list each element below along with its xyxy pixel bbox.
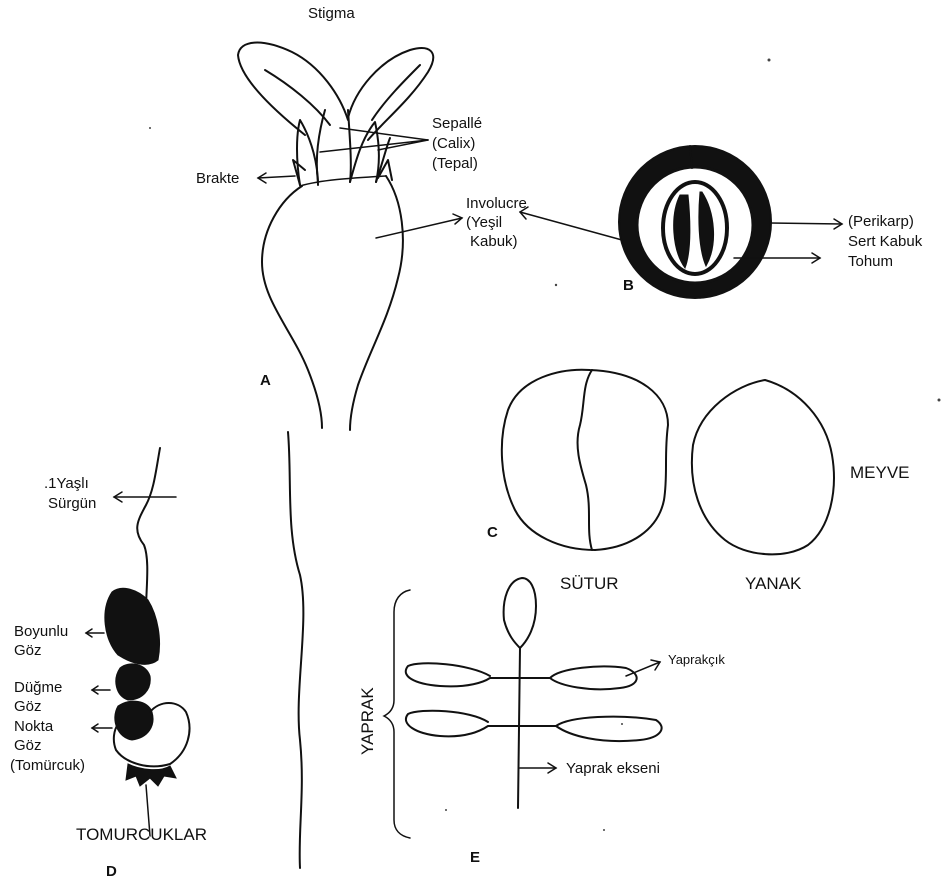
- label-involucre: Involucre: [466, 195, 527, 212]
- label-yesil: (Yeşil: [466, 214, 502, 231]
- label-goz-1: Göz: [14, 642, 42, 659]
- label-kabuk: Kabuk): [470, 233, 518, 250]
- brakte-arrow: [258, 173, 295, 183]
- label-stigma: Stigma: [308, 5, 355, 22]
- label-sert-kabuk: Sert Kabuk: [848, 233, 923, 250]
- panel-e-leaf: [384, 578, 662, 838]
- scan-specks: [149, 59, 941, 832]
- label-tomurcuklar: TOMURCUKLAR: [76, 825, 207, 844]
- panel-letter-b: B: [623, 277, 634, 294]
- panel-letter-d: D: [106, 863, 117, 876]
- yaprakcik-arrow: [626, 660, 660, 676]
- label-yaprak-ekseni: Yaprak ekseni: [566, 760, 660, 777]
- panel-b-nut-section: [619, 146, 771, 298]
- label-calix: (Calix): [432, 135, 475, 152]
- yesil-kabuk-arrow: [520, 207, 622, 240]
- label-sepaller: Sepallé: [432, 115, 482, 132]
- label-yaprak: YAPRAK: [358, 687, 377, 755]
- panel-c-fruit-yanak: [692, 380, 834, 554]
- label-boyunlu: Boyunlu: [14, 623, 68, 640]
- label-nokta: Nokta: [14, 718, 54, 735]
- sepal-pointer-lines: [320, 128, 428, 152]
- label-goz-2: Göz: [14, 698, 42, 715]
- panel-d-shoot: [105, 448, 190, 836]
- boyunlu-arrow: [86, 629, 104, 637]
- stem-line: [288, 432, 303, 868]
- yaprak-ekseni-arrow: [520, 763, 556, 773]
- involucre-arrow: [376, 214, 462, 238]
- panel-letter-c: C: [487, 524, 498, 541]
- label-sutur: SÜTUR: [560, 574, 619, 593]
- label-yaprakcik: Yaprakçık: [668, 652, 725, 667]
- label-brakte: Brakte: [196, 170, 239, 187]
- label-perikarp: (Perikarp): [848, 213, 914, 230]
- dugme-arrow: [92, 686, 110, 694]
- panel-letter-e: E: [470, 849, 480, 866]
- panel-c-fruit-sutur: [502, 370, 668, 550]
- label-meyve: MEYVE: [850, 463, 910, 482]
- panel-letter-a: A: [260, 372, 271, 389]
- perikarp-arrow: [770, 219, 842, 229]
- label-tepal: (Tepal): [432, 155, 478, 172]
- label-tohum: Tohum: [848, 253, 893, 270]
- label-tomurcuk: (Tomürcuk): [10, 757, 85, 774]
- nokta-arrow: [92, 724, 112, 732]
- label-dugme: Düğme: [14, 679, 62, 696]
- label-surgun: Sürgün: [48, 495, 96, 512]
- label-1-yasli: .1Yaşlı: [44, 475, 89, 492]
- label-goz-3: Göz: [14, 737, 42, 754]
- surgun-arrow: [114, 492, 176, 502]
- label-yanak: YANAK: [745, 574, 802, 593]
